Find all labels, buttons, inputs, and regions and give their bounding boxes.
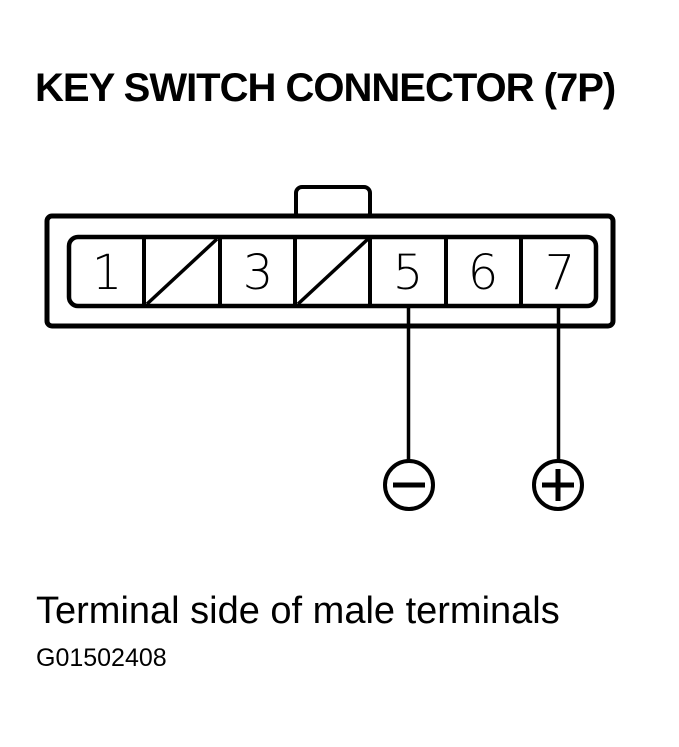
pin-label-1: 1 xyxy=(92,245,123,301)
pin-label-7: 7 xyxy=(545,245,576,301)
figure-code: G01502408 xyxy=(36,644,167,672)
positive-terminal-icon xyxy=(532,459,584,511)
negative-terminal-icon xyxy=(383,459,435,511)
pin-label-3: 3 xyxy=(243,245,274,301)
blocked-cavity-slash xyxy=(296,237,370,306)
diagram-caption: Terminal side of male terminals xyxy=(36,590,560,632)
pin-label-5: 5 xyxy=(393,245,424,301)
blocked-cavity-slash xyxy=(145,237,219,306)
page-title: KEY SWITCH CONNECTOR (7P) xyxy=(35,66,616,110)
pin-label-6: 6 xyxy=(468,245,499,301)
